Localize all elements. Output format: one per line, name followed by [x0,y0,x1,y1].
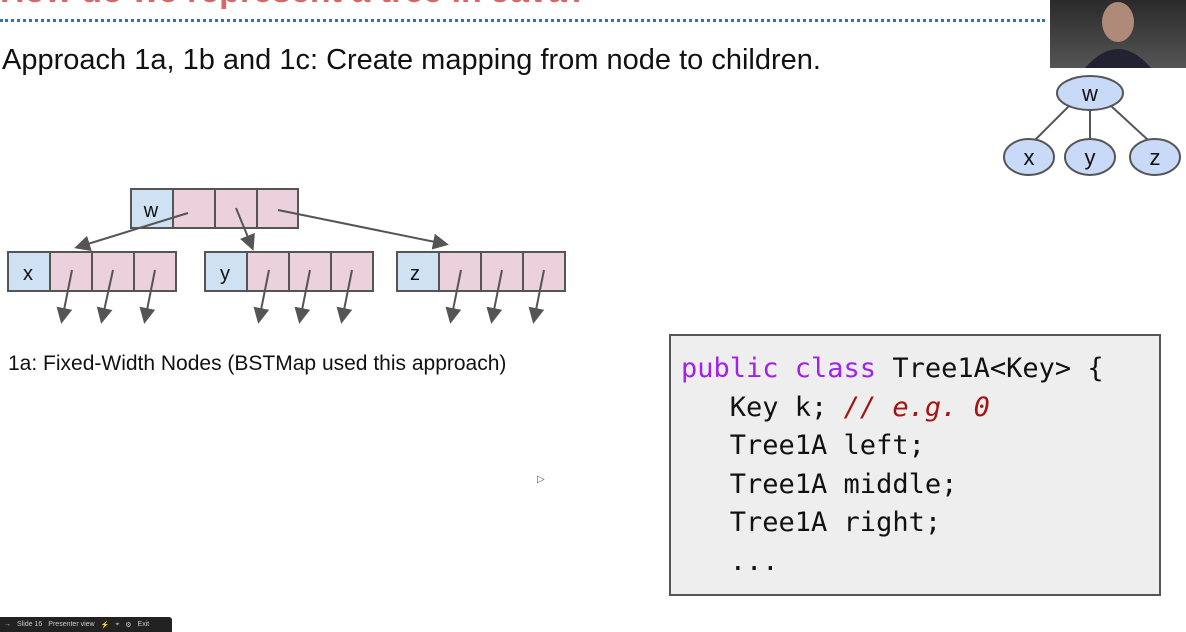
webcam-video [1050,0,1186,68]
small-node-x: x [1024,145,1035,170]
slide-selector[interactable]: Slide 16 [17,621,43,628]
mouse-cursor-icon: ▷ [537,474,545,485]
presentation-toolbar: → Slide 16 Presenter view ⚡ ⌖ ⚙ Exit [0,617,172,632]
title-divider [0,19,1045,22]
slide-title: How do we represent a tree in Java? [0,0,588,11]
small-tree [1003,75,1181,176]
code-line-5: Tree1A right; [681,507,942,538]
presenter-view-button[interactable]: Presenter view [48,621,95,628]
next-slide-icon[interactable]: → [4,621,11,628]
exit-button[interactable]: Exit [137,621,150,628]
code-line-6: ... [681,545,779,577]
node-y-key: y [220,263,230,285]
fullscreen-icon[interactable]: ⌖ [115,620,120,628]
tree-diagrams: w x y z w x y z [7,75,1181,324]
code-keyword: public class [681,353,877,384]
small-node-w: w [1081,81,1098,106]
code-line-3: Tree1A left; [681,430,925,461]
node-x-key: x [23,263,33,285]
fixed-width-nodes [7,188,566,324]
node-w-key: w [143,200,159,222]
code-comment: // e.g. 0 [843,391,990,423]
settings-icon[interactable]: ⚙ [125,621,132,629]
small-node-y: y [1085,145,1096,170]
code-block: public class Tree1A<Key> { Key k; // e.g… [669,334,1161,596]
slide-subtitle: Approach 1a, 1b and 1c: Create mapping f… [2,44,821,76]
approach-caption: 1a: Fixed-Width Nodes (BSTMap used this … [8,352,507,375]
code-line-2: Key k; [681,391,844,423]
node-z-key: z [410,263,420,285]
code-line-1: Tree1A<Key> { [876,353,1104,384]
code-line-4: Tree1A middle; [681,468,958,500]
laser-pointer-icon[interactable]: ⚡ [100,621,110,629]
small-node-z: z [1150,145,1161,170]
